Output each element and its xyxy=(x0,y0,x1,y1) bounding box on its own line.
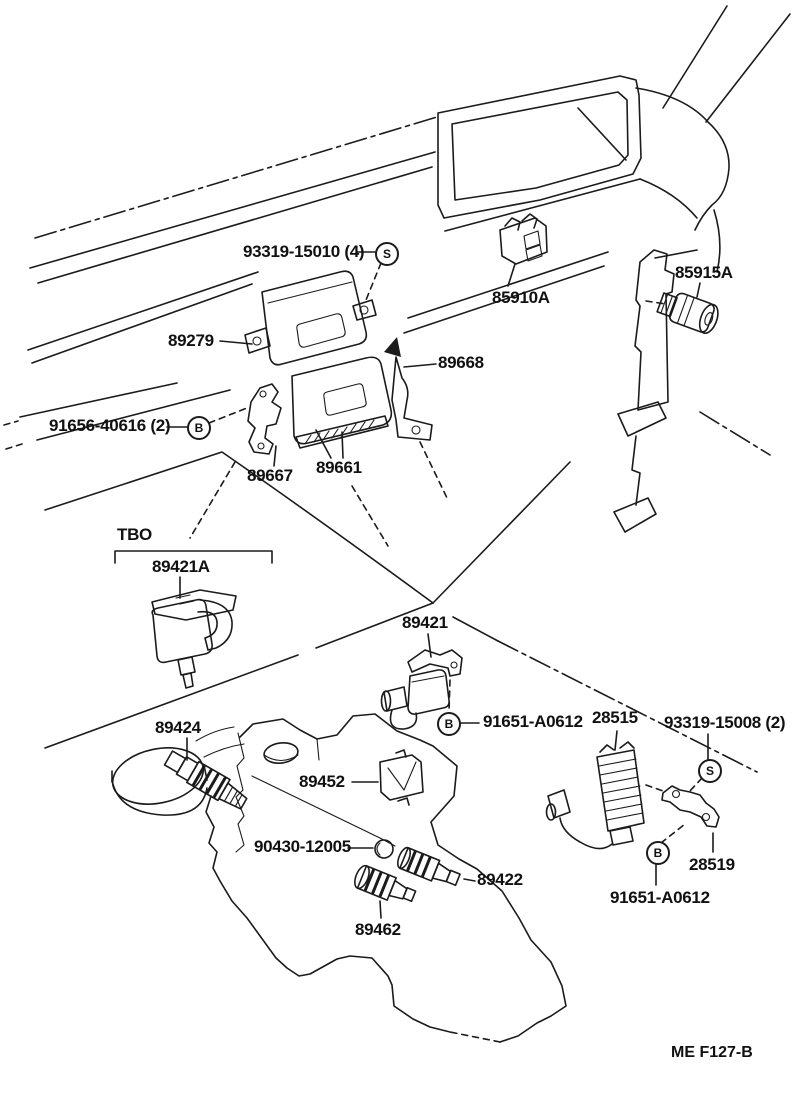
gasket-90430-12005 xyxy=(347,839,394,859)
part-label-89421: 89421 xyxy=(402,613,448,632)
bolt-marker-91651-a0612-upper: B xyxy=(437,712,461,736)
ecu-assembly xyxy=(244,270,433,455)
screw-marker-letter: S xyxy=(382,247,391,261)
sensor-89421 xyxy=(380,633,463,730)
figure-code: ME F127-B xyxy=(671,1044,753,1061)
part-label-89424: 89424 xyxy=(155,718,201,737)
screw-marker-93319-15010: S xyxy=(375,242,399,266)
leader-lines xyxy=(166,251,480,724)
sensor-89424 xyxy=(163,737,248,810)
part-label-93319-15008: 93319-15008 (2) xyxy=(664,713,786,732)
part-label-91651-a0612-lower: 91651-A0612 xyxy=(610,888,710,907)
part-label-89279: 89279 xyxy=(168,331,214,350)
screw-marker-letter: S xyxy=(705,764,714,778)
part-label-28519: 28519 xyxy=(689,855,735,874)
part-label-85915a: 85915A xyxy=(675,263,733,282)
leader-85915a xyxy=(696,282,701,298)
a-pillar-line xyxy=(662,5,728,109)
part-label-91656-40616: 91656-40616 (2) xyxy=(49,416,171,435)
part-label-85910a: 85910A xyxy=(492,288,550,307)
tbo-group-bracket xyxy=(114,550,273,564)
bolt-marker-letter: B xyxy=(653,846,663,860)
part-label-89661: 89661 xyxy=(316,458,362,477)
igniter-28515 xyxy=(545,730,664,850)
relay-85910a xyxy=(499,213,548,287)
bolt-marker-91651-a0612-lower: B xyxy=(646,841,670,865)
instrument-panel xyxy=(3,5,791,604)
bracket-28519 xyxy=(655,733,720,886)
part-label-89667: 89667 xyxy=(247,466,293,485)
section-divider-lines xyxy=(44,461,758,773)
part-label-89421a: 89421A xyxy=(152,557,210,576)
screw-marker-93319-15008: S xyxy=(698,759,722,783)
part-label-90430-12005: 90430-12005 xyxy=(254,837,351,856)
a-pillar-line xyxy=(705,13,791,123)
part-label-89422: 89422 xyxy=(477,870,523,889)
group-label-tbo: TBO xyxy=(117,525,152,544)
part-label-93319-15010: 93319-15010 (4) xyxy=(243,242,365,261)
part-label-28515: 28515 xyxy=(592,708,638,727)
part-label-89452: 89452 xyxy=(299,772,345,791)
sensor-89462 xyxy=(354,864,417,919)
part-label-89668: 89668 xyxy=(438,353,484,372)
part-label-91651-a0612-upper: 91651-A0612 xyxy=(483,712,583,731)
sensor-89452 xyxy=(351,749,424,806)
bolt-marker-91656-40616: B xyxy=(187,416,211,440)
cowl-pillar xyxy=(613,249,675,533)
sensor-89421a xyxy=(151,576,237,689)
sensor-89422 xyxy=(396,846,476,887)
sensor-85915a xyxy=(656,292,719,334)
bolt-marker-letter: B xyxy=(194,421,204,435)
bolt-marker-letter: B xyxy=(444,717,454,731)
part-label-89462: 89462 xyxy=(355,920,401,939)
